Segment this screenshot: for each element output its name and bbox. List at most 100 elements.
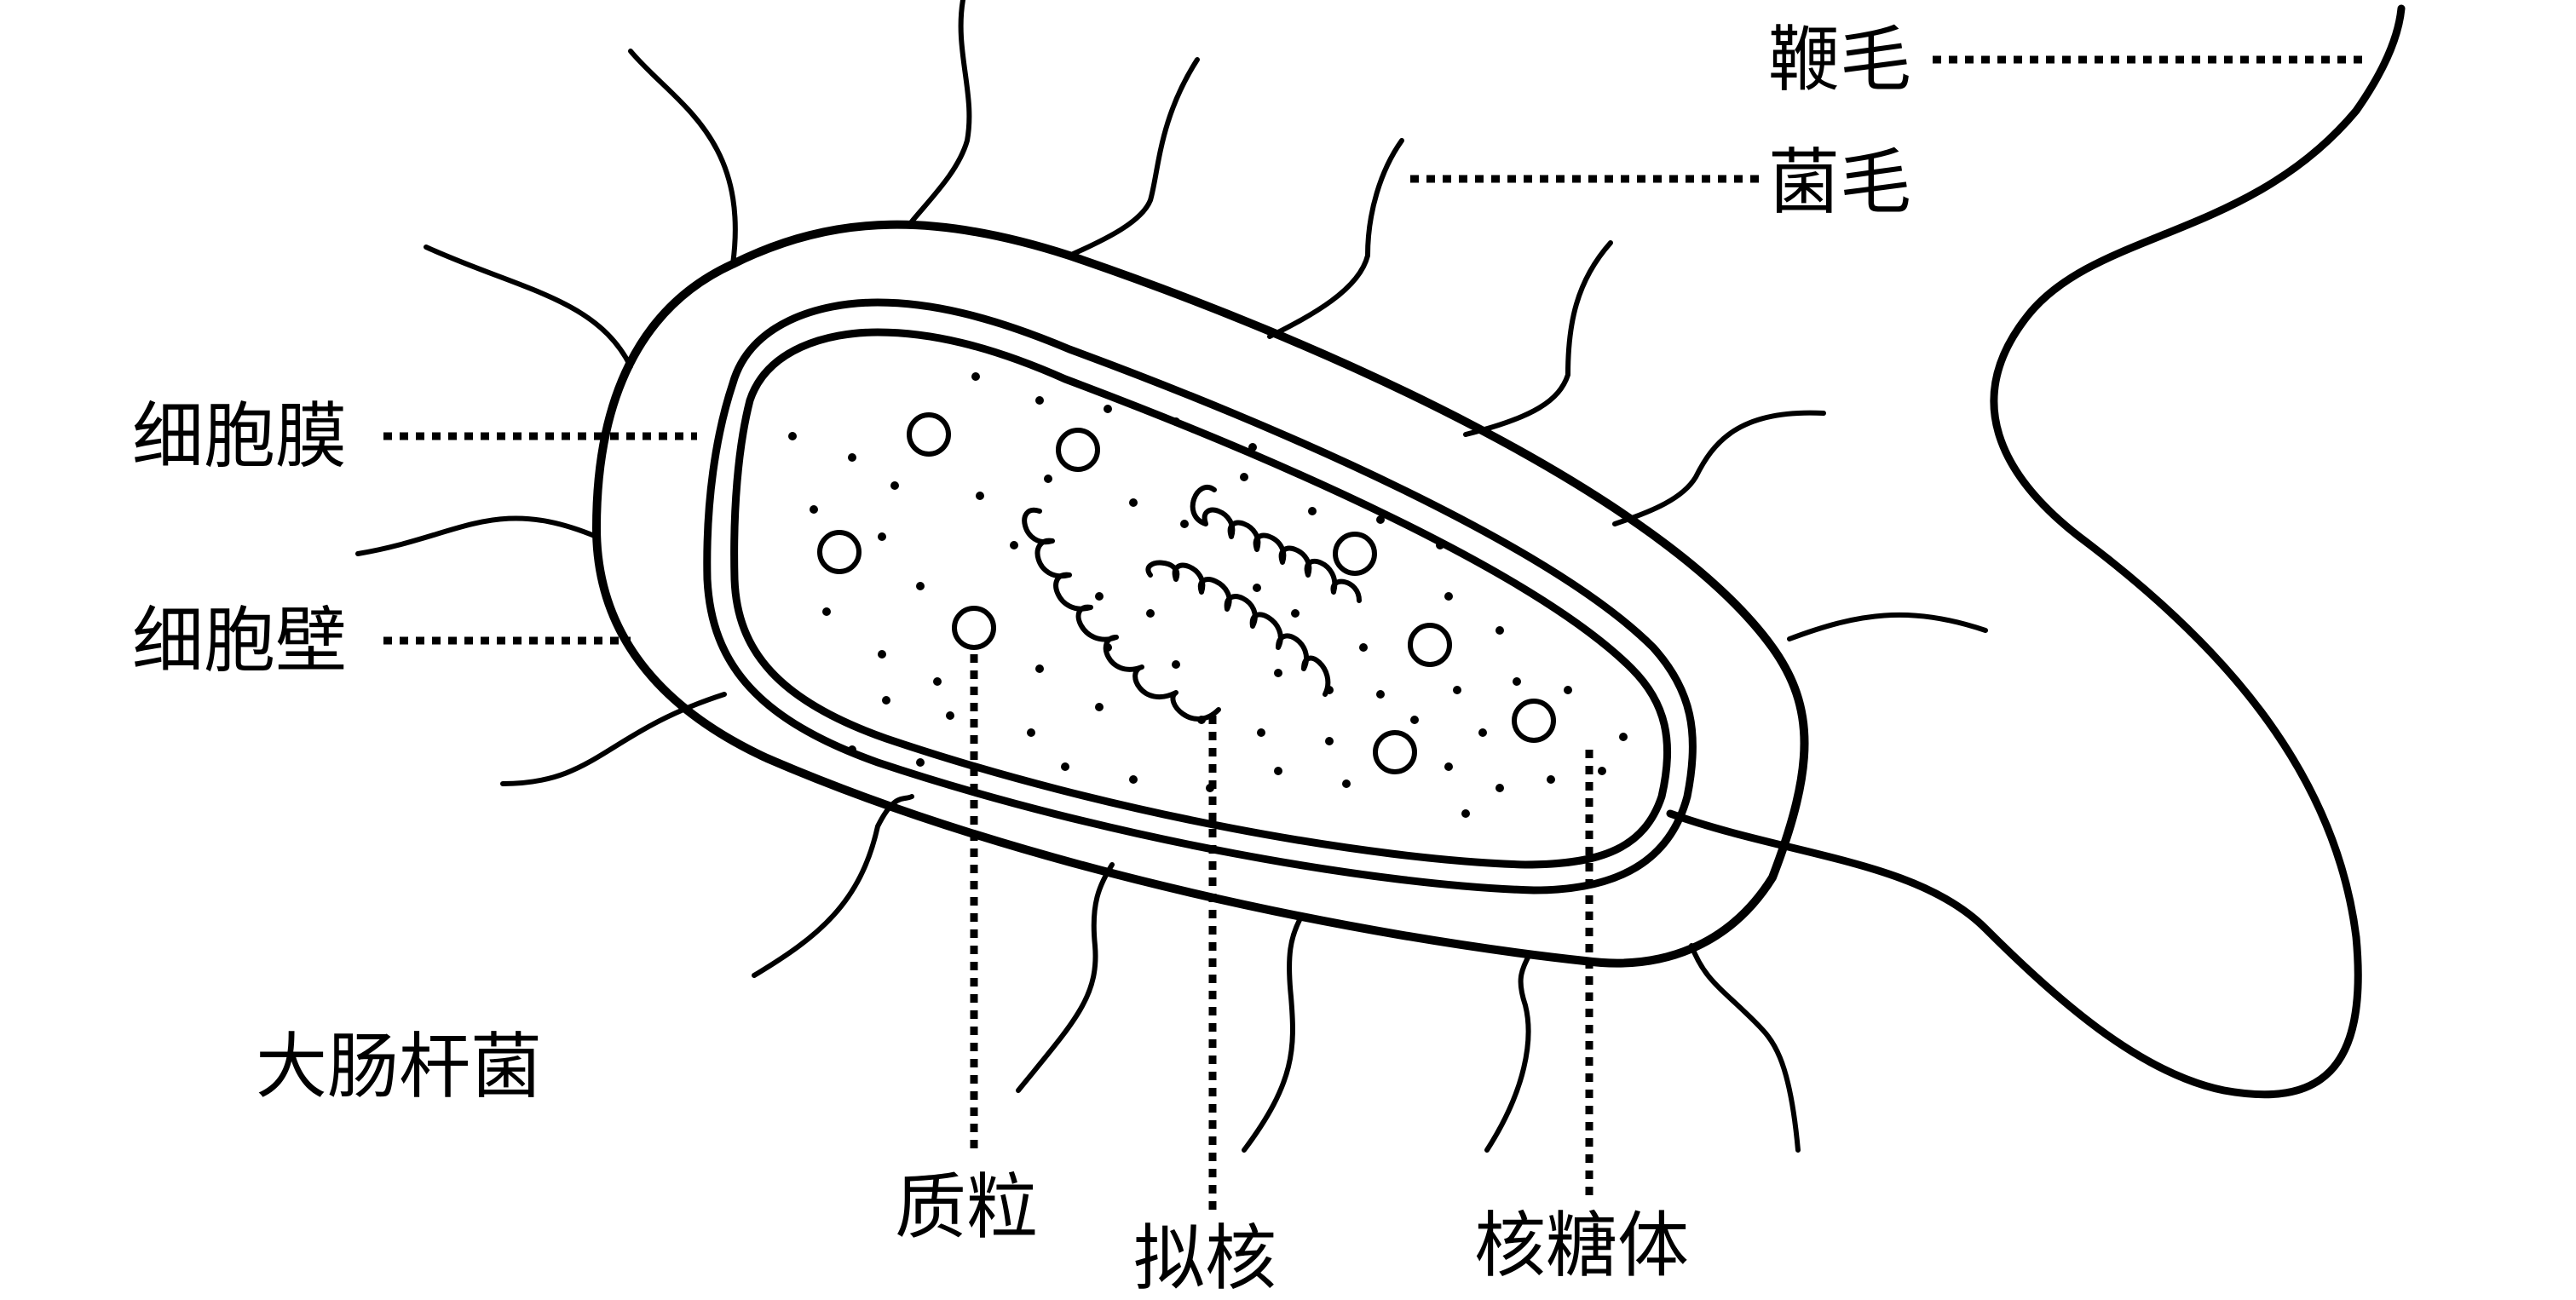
ribosome-dot [1325, 686, 1334, 694]
ribosome-dot [1035, 396, 1044, 405]
pilus [752, 794, 914, 978]
plasmids [817, 412, 1556, 774]
ribosome-dot [976, 492, 984, 500]
plasmid [1408, 623, 1452, 667]
plasmid [817, 530, 862, 574]
label-nucleoid: 拟核 [1133, 1217, 1277, 1300]
cell-membrane-outer [703, 298, 1697, 894]
ribosome-dot [1547, 775, 1555, 784]
ribosome-dot [1061, 762, 1069, 771]
ribosome-dot [848, 745, 856, 754]
ribosome-dot [1274, 767, 1282, 775]
label-flagellum: 鞭毛 [1768, 18, 1912, 101]
label-cell-wall: 细胞壁 [132, 599, 348, 682]
pilus [1463, 240, 1613, 437]
ribosome-dot [1104, 643, 1112, 652]
label-ribosome: 核糖体 [1474, 1204, 1690, 1287]
ribosome-dot [878, 650, 886, 659]
ribosome-dot [916, 758, 925, 767]
label-pili: 菌毛 [1768, 141, 1912, 224]
pilus [500, 692, 727, 786]
ribosome-dot [788, 432, 797, 440]
pilus [1612, 410, 1826, 526]
ribosome-dot [1253, 584, 1261, 592]
ribosome-dot [1146, 609, 1155, 618]
ribosome-dot [1453, 686, 1461, 694]
plasmid [952, 606, 996, 650]
ribosome-dot [1495, 626, 1504, 635]
ribosome-dot [933, 677, 942, 686]
pilus [1267, 138, 1404, 339]
ribosome-dot [1104, 405, 1112, 413]
ribosome-dot [1027, 728, 1035, 737]
cell-wall-outline [592, 220, 1809, 968]
ribosome-dot [1291, 609, 1300, 618]
ribosome-dot [1444, 592, 1453, 601]
ribosome-dot [1564, 686, 1572, 694]
pilus [628, 49, 738, 267]
label-organism: 大肠杆菌 [256, 1025, 543, 1108]
ribosome-dot [1095, 592, 1104, 601]
ribosome-dot [1495, 784, 1504, 792]
ribosome-dot [1129, 498, 1138, 507]
plasmid [1333, 532, 1377, 576]
leader-lines [383, 55, 2365, 1210]
ribosome-dot [1342, 779, 1351, 788]
ribosome-dot [878, 532, 886, 541]
ribosome-dot [1010, 541, 1018, 549]
ribosome-dot [1180, 520, 1189, 528]
pilus [909, 0, 972, 224]
ribosome-dot [810, 505, 818, 514]
ribosome-dot [1197, 716, 1206, 724]
pilus [1242, 917, 1302, 1153]
ribosome-dot [1619, 733, 1628, 741]
ribosome-dot [1035, 664, 1044, 673]
ribosome-dot [1172, 417, 1180, 426]
ribosome-dot [1410, 716, 1419, 724]
ribosome-dot [1359, 643, 1368, 652]
ribosome-dot [1129, 775, 1138, 784]
dna-coil [1145, 560, 1331, 697]
ribosome-dot [1172, 660, 1180, 669]
ribosome-dot [822, 607, 831, 616]
pili [355, 0, 1988, 1153]
ribosome-dot [848, 453, 856, 462]
ribosome-dot [1444, 762, 1453, 771]
ribosome-dot [1325, 737, 1334, 745]
ribosome-dot [1598, 767, 1606, 775]
pilus [1484, 952, 1532, 1153]
label-plasmid: 质粒 [895, 1165, 1039, 1249]
ribosome-dot [1274, 669, 1282, 677]
flagellum [1666, 4, 2406, 1099]
ribosome-dot [946, 711, 954, 720]
ribosome-dot [971, 372, 980, 381]
ribosome-dot [1240, 473, 1248, 481]
ribosome-dot [1308, 507, 1317, 515]
ribosome-dot [1478, 728, 1487, 737]
pilus [1689, 943, 1801, 1153]
ribosome-dot [1513, 677, 1521, 686]
plasmid [1373, 730, 1417, 774]
ribosome-dot [1257, 728, 1265, 737]
ribosome-dot [1248, 443, 1257, 452]
plasmid [1512, 699, 1556, 743]
plasmid [1056, 428, 1100, 472]
ribosome-dot [1095, 703, 1104, 711]
plasmid [907, 412, 951, 457]
ribosome-dot [1376, 515, 1385, 524]
dna-coil [1022, 507, 1221, 722]
pilus [1787, 612, 1988, 641]
pilus [424, 244, 633, 369]
label-cell-membrane: 细胞膜 [132, 394, 348, 478]
ribosome-dot [882, 696, 890, 705]
pilus [1016, 862, 1115, 1093]
ribosomes [788, 372, 1628, 818]
pilus [1067, 57, 1200, 258]
pilus [355, 515, 599, 556]
dna-coil [1190, 485, 1362, 603]
ribosome-dot [1044, 475, 1052, 483]
ribosome-dot [1436, 541, 1444, 549]
ribosome-dot [1461, 809, 1470, 818]
cell-membrane-inner [730, 328, 1672, 869]
